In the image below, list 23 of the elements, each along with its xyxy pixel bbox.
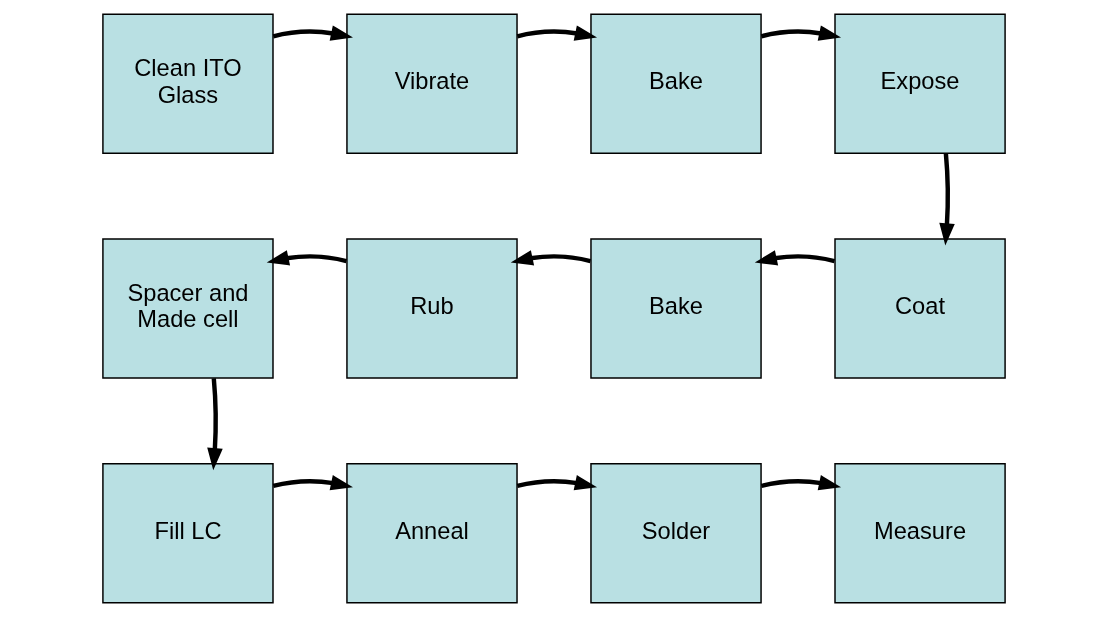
node-box: Anneal xyxy=(346,463,518,604)
node-box: Clean ITO Glass xyxy=(102,13,274,154)
arrow xyxy=(510,250,591,266)
node-box: Measure xyxy=(834,463,1006,604)
arrow xyxy=(272,475,353,491)
arrow xyxy=(760,475,842,491)
node-box: Fill LC xyxy=(102,463,274,604)
node-box: Spacer and Made cell xyxy=(102,238,274,379)
arrow xyxy=(754,250,835,266)
arrow xyxy=(272,25,353,41)
node-box: Rub xyxy=(346,238,518,379)
node-box: Coat xyxy=(834,238,1006,379)
node-box: Bake xyxy=(590,13,762,154)
arrow xyxy=(516,25,598,41)
node-box: Bake xyxy=(590,238,762,379)
arrow xyxy=(760,25,842,41)
arrow xyxy=(939,153,955,246)
arrow xyxy=(207,378,223,471)
node-box: Vibrate xyxy=(346,13,518,154)
node-box: Expose xyxy=(834,13,1006,154)
node-box: Solder xyxy=(590,463,762,604)
arrow xyxy=(516,475,598,491)
arrow xyxy=(266,250,347,266)
